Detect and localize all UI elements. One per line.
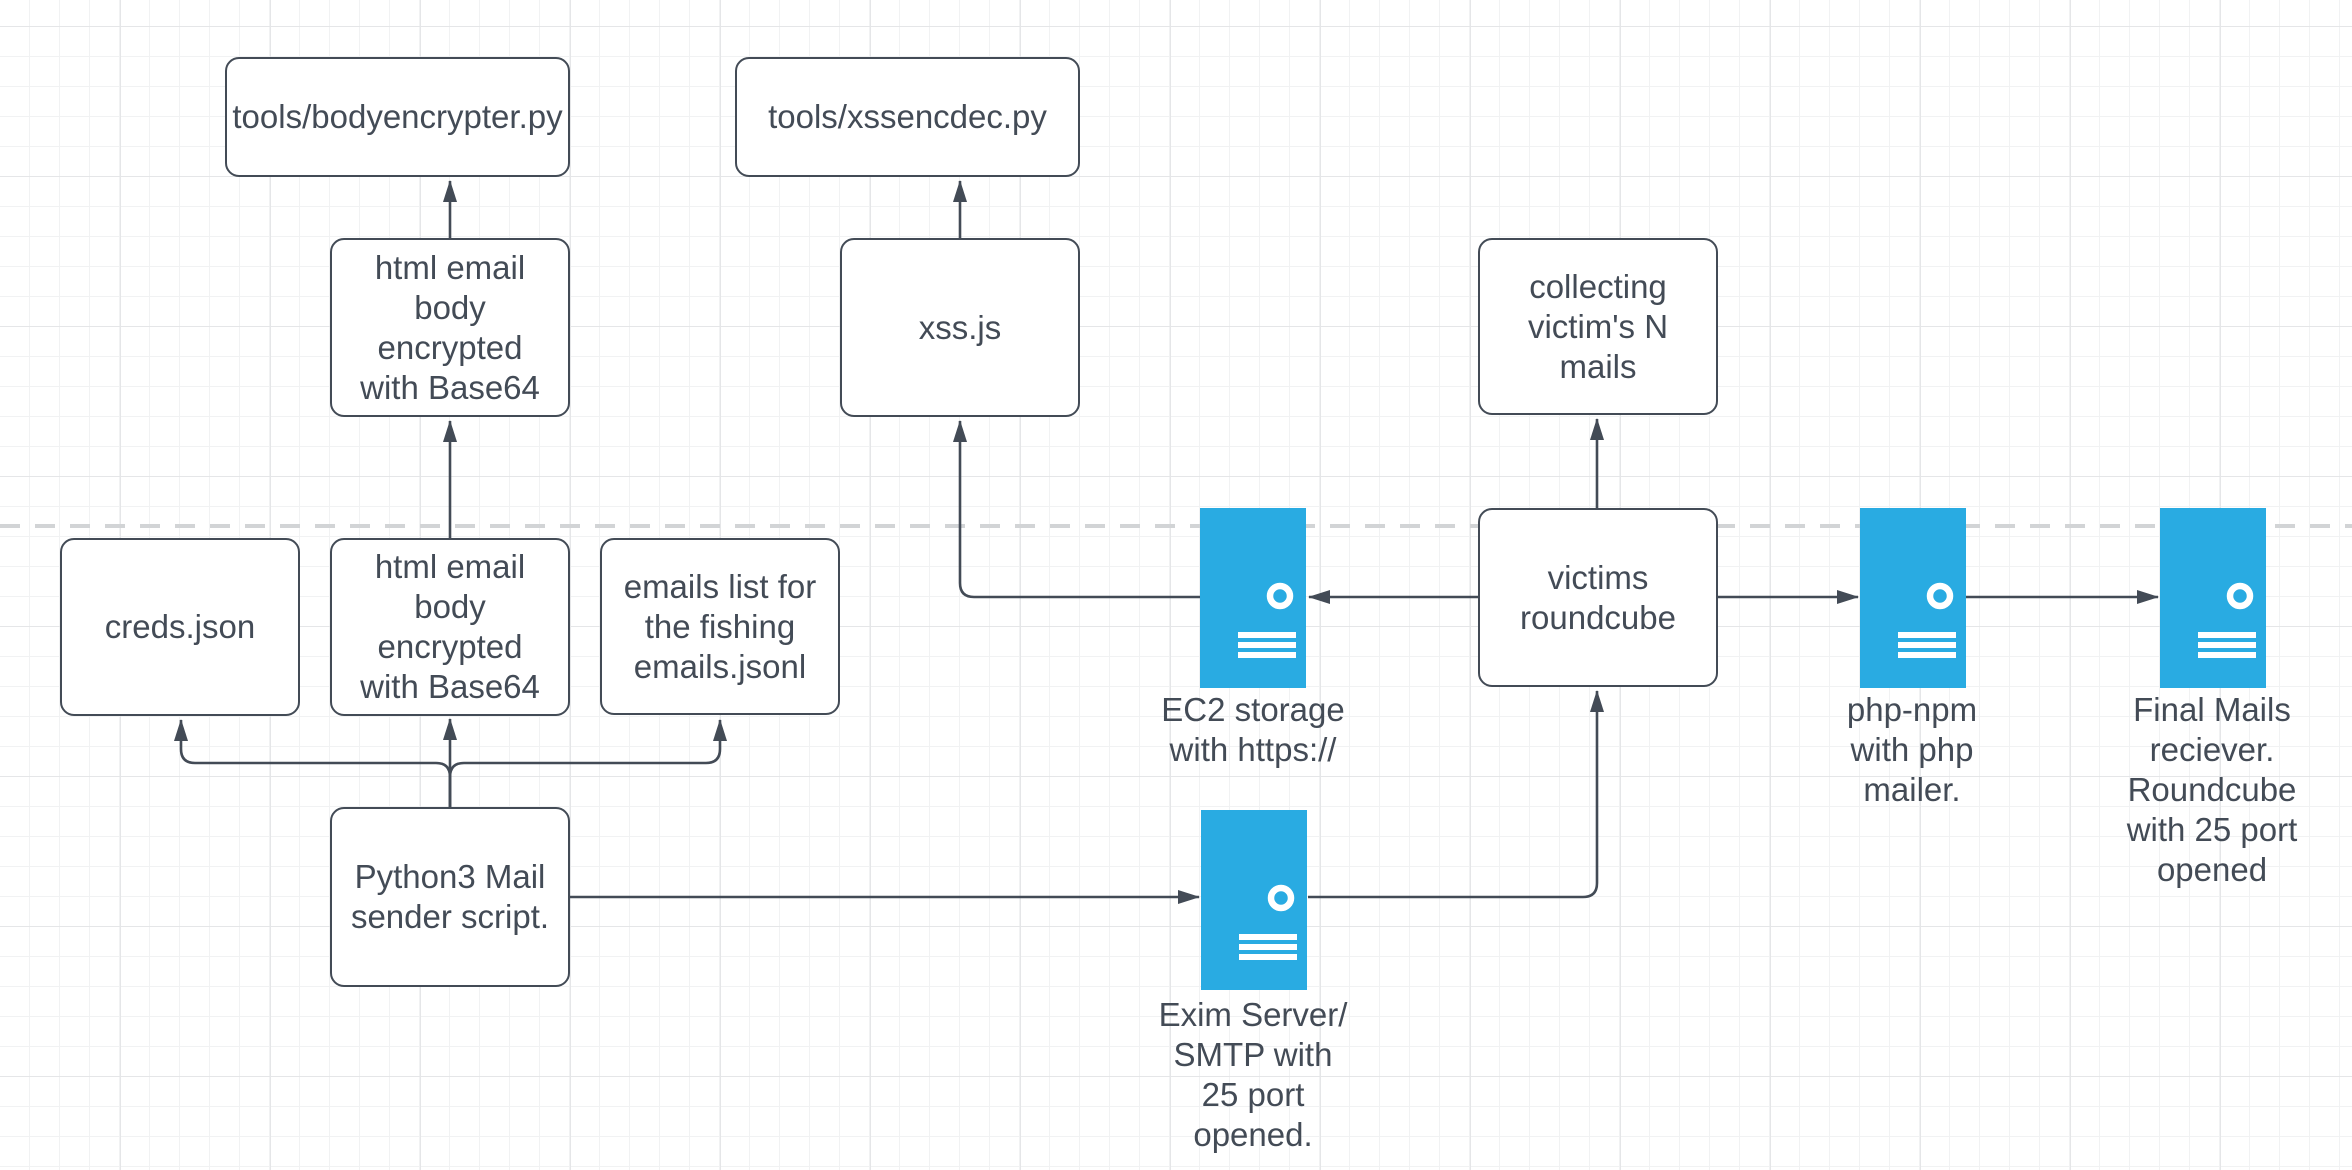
node-label: collecting victim's N mails bbox=[1527, 267, 1669, 385]
node-label: victims roundcube bbox=[1520, 558, 1676, 636]
node-html-body-lower[interactable]: html email body encrypted with Base64 bbox=[330, 538, 570, 716]
node-collecting-victim-mails[interactable]: collecting victim's N mails bbox=[1478, 238, 1718, 415]
node-label: html email body encrypted with Base64 bbox=[360, 248, 540, 406]
edge-python3-to-emailslist[interactable] bbox=[448, 719, 727, 807]
node-ec2-server-label: EC2 storage with https:// bbox=[1161, 691, 1345, 768]
server-icon bbox=[1200, 508, 1306, 688]
node-ec2-server[interactable] bbox=[1200, 508, 1306, 688]
node-label: xss.js bbox=[918, 308, 1002, 346]
node-label: tools/bodyencrypter.py bbox=[232, 98, 563, 135]
node-tools-xssencdec[interactable]: tools/xssencdec.py bbox=[735, 57, 1080, 177]
node-final-receiver-server[interactable] bbox=[2160, 508, 2266, 688]
node-creds-json[interactable]: creds.json bbox=[60, 538, 300, 716]
node-exim-server[interactable] bbox=[1201, 810, 1307, 990]
edge-exim-to-roundcube[interactable] bbox=[1308, 690, 1604, 899]
node-label: creds.json bbox=[104, 608, 256, 645]
node-exim-server-label: Exim Server/ SMTP with 25 port opened. bbox=[1158, 996, 1348, 1153]
node-label: tools/xssencdec.py bbox=[768, 98, 1047, 135]
edge-ec2-to-xssjs[interactable] bbox=[953, 420, 1200, 599]
node-html-body-upper[interactable]: html email body encrypted with Base64 bbox=[330, 238, 570, 417]
server-icon bbox=[1201, 810, 1307, 990]
node-victims-roundcube[interactable]: victims roundcube bbox=[1478, 508, 1718, 687]
edge-python3-to-creds[interactable] bbox=[174, 719, 452, 807]
node-xss-js[interactable]: xss.js bbox=[840, 238, 1080, 417]
node-tools-bodyencrypter[interactable]: tools/bodyencrypter.py bbox=[225, 57, 570, 177]
server-icon bbox=[1860, 508, 1966, 688]
node-label: emails list for the fishing emails.jsonl bbox=[623, 567, 817, 685]
node-php-npm-server-label: php-npm with php mailer. bbox=[1846, 691, 1978, 808]
server-icon bbox=[2160, 508, 2266, 688]
node-label: html email body encrypted with Base64 bbox=[360, 548, 540, 705]
node-php-npm-server[interactable] bbox=[1860, 508, 1966, 688]
node-emails-list[interactable]: emails list for the fishing emails.jsonl bbox=[600, 538, 840, 715]
node-python3-mail-sender[interactable]: Python3 Mail sender script. bbox=[330, 807, 570, 987]
node-final-receiver-server-label: Final Mails reciever. Roundcube with 25 … bbox=[2126, 691, 2298, 888]
node-label: Python3 Mail sender script. bbox=[350, 858, 550, 935]
